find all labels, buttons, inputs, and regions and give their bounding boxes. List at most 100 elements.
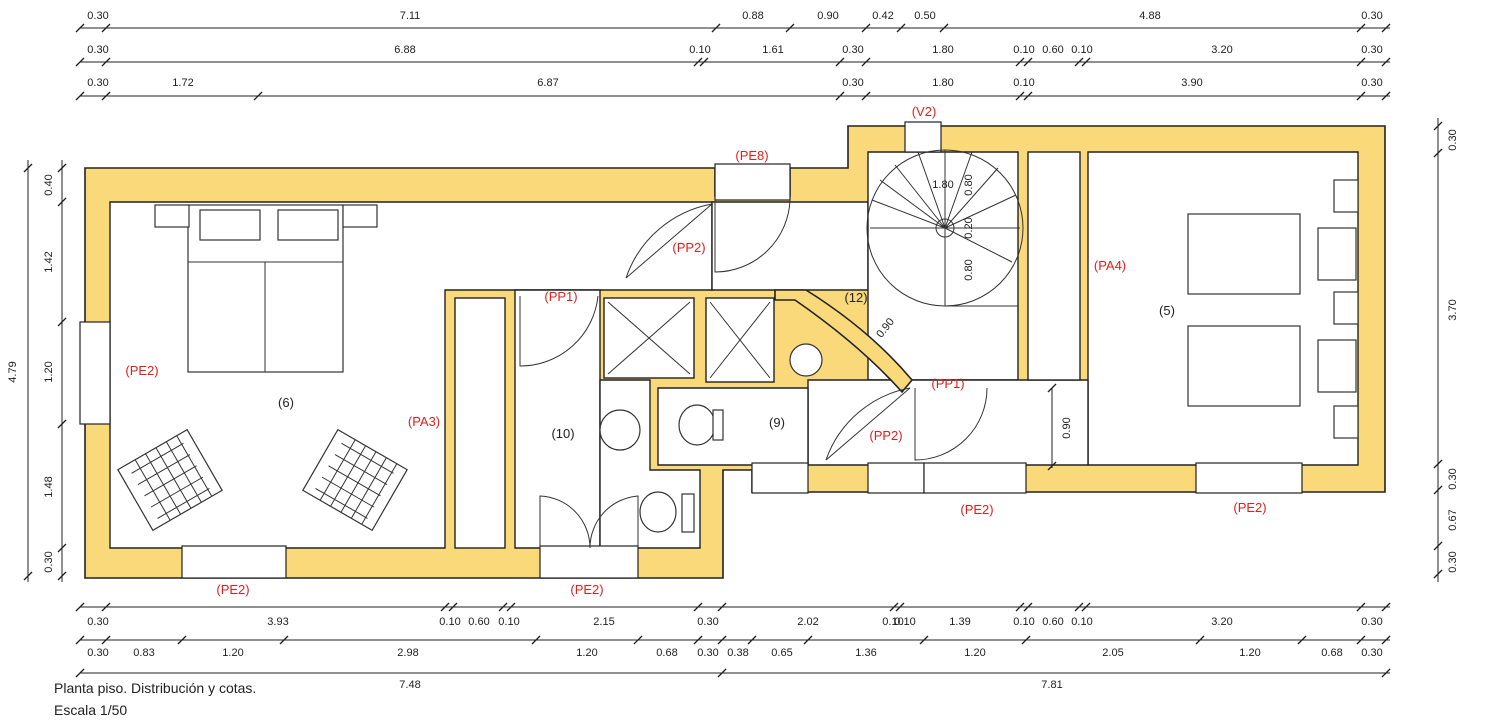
dim-bot2-4: 1.20 xyxy=(576,647,597,659)
dim-top2-1: 6.88 xyxy=(394,44,415,56)
furniture xyxy=(117,149,1359,533)
room-6-label: (6) xyxy=(278,395,294,410)
label-pe2-bottom-mid: (PE2) xyxy=(570,582,603,597)
dim-top3-2: 6.87 xyxy=(537,77,558,89)
stair-dimensions: 1.80 0.80 0.20 0.80 0.90 xyxy=(874,174,975,340)
dim-top2-10: 0.30 xyxy=(1361,44,1382,56)
bottom-dimension-row-2: 0.30 0.83 1.20 2.98 1.20 0.68 0.30 0.38 … xyxy=(75,635,1391,659)
top-dimension-row-1: 0.30 7.11 0.88 0.90 0.42 0.50 4.88 0.30 xyxy=(75,10,1391,33)
bottom-dimension-row-1: 0.30 3.93 0.10 0.60 0.10 2.15 0.30 2.02 … xyxy=(75,602,1391,628)
dim-top1-4: 0.42 xyxy=(872,10,893,22)
dim-left-0: 0.40 xyxy=(43,174,55,195)
room-12-label: (12) xyxy=(844,290,867,305)
dim-bot1-9: 0.10 xyxy=(894,616,915,628)
dim-bot2-10: 1.20 xyxy=(964,647,985,659)
room-9-label: (9) xyxy=(769,415,785,430)
top-dimension-row-2: 0.30 6.88 0.10 1.61 0.30 1.80 0.10 0.60 … xyxy=(75,44,1391,67)
dim-right-0: 0.30 xyxy=(1447,129,1459,150)
dim-top1-2: 0.88 xyxy=(742,10,763,22)
dim-bot2-11: 2.05 xyxy=(1102,647,1123,659)
door-swings xyxy=(519,199,988,549)
dim-bot2-9: 1.36 xyxy=(855,647,876,659)
dim-right-1: 3.70 xyxy=(1447,299,1459,320)
dim-bot1-7: 2.02 xyxy=(797,616,818,628)
label-pe2-left-wall: (PE2) xyxy=(125,363,158,378)
stair-dim-2: 0.80 xyxy=(963,174,975,195)
dim-top2-2: 0.10 xyxy=(689,44,710,56)
label-pe2-bottom-right: (PE2) xyxy=(1233,500,1266,515)
right-dimension-column: 0.30 3.70 0.30 0.67 0.30 xyxy=(1433,118,1459,582)
dim-right-3: 0.67 xyxy=(1447,509,1459,530)
dim-top1-7: 0.30 xyxy=(1361,10,1382,22)
dim-top2-5: 1.80 xyxy=(932,44,953,56)
dim-bot3-1: 7.81 xyxy=(1041,679,1062,691)
plan-caption-scale: Escala 1/50 xyxy=(54,702,128,718)
label-pa3: (PA3) xyxy=(408,414,440,429)
dim-bot1-6: 0.30 xyxy=(697,616,718,628)
dim-top1-0: 0.30 xyxy=(87,10,108,22)
dim-top2-3: 1.61 xyxy=(762,44,783,56)
dim-bot1-3: 0.60 xyxy=(468,616,489,628)
dim-bot2-7: 0.38 xyxy=(727,647,748,659)
dim-bot1-11: 0.10 xyxy=(1013,616,1034,628)
top-dimension-row-3: 0.30 1.72 6.87 0.30 1.80 0.10 3.90 0.30 xyxy=(75,77,1391,101)
dim-bot1-2: 0.10 xyxy=(439,616,460,628)
stair-dim-4: 0.80 xyxy=(963,259,975,280)
label-pa4: (PA4) xyxy=(1094,258,1126,273)
dim-bot1-0: 0.30 xyxy=(87,616,108,628)
dim-right-4: 0.30 xyxy=(1447,551,1459,572)
plan-caption-title: Planta piso. Distribución y cotas. xyxy=(54,680,257,696)
dim-top2-9: 3.20 xyxy=(1211,44,1232,56)
dim-bot1-14: 3.20 xyxy=(1211,616,1232,628)
dim-top3-5: 0.10 xyxy=(1013,77,1034,89)
dim-left-2: 1.20 xyxy=(43,361,55,382)
label-pe8: (PE8) xyxy=(735,148,768,163)
dim-bot2-13: 0.68 xyxy=(1321,647,1342,659)
dim-bot2-12: 1.20 xyxy=(1239,647,1260,659)
dim-bot2-6: 0.30 xyxy=(697,647,718,659)
dim-bot1-12: 0.60 xyxy=(1042,616,1063,628)
dim-top2-7: 0.60 xyxy=(1042,44,1063,56)
label-pp1-left: (PP1) xyxy=(544,289,577,304)
label-pp2-low: (PP2) xyxy=(869,428,902,443)
dim-top3-3: 0.30 xyxy=(842,77,863,89)
label-pp2-top: (PP2) xyxy=(672,240,705,255)
dim-top3-6: 3.90 xyxy=(1181,77,1202,89)
dim-bot2-0: 0.30 xyxy=(87,647,108,659)
bottom-dimension-row-3: 7.48 7.81 xyxy=(75,668,1391,691)
dim-top1-1: 7.11 xyxy=(400,10,421,22)
dim-top1-3: 0.90 xyxy=(817,10,838,22)
dim-top3-0: 0.30 xyxy=(87,77,108,89)
dim-bot3-0: 7.48 xyxy=(399,679,420,691)
dim-top1-5: 0.50 xyxy=(914,10,935,22)
inner-dimension: 0.90 xyxy=(1047,383,1073,471)
dim-bot1-5: 2.15 xyxy=(593,616,614,628)
stair-dim-1: 1.80 xyxy=(932,179,953,191)
dim-left-total: 4.79 xyxy=(7,361,19,382)
dim-bot1-10: 1.39 xyxy=(949,616,970,628)
dim-bot2-8: 0.65 xyxy=(771,647,792,659)
dim-top3-4: 1.80 xyxy=(932,77,953,89)
room-10-label: (10) xyxy=(551,426,574,441)
dim-bot2-3: 2.98 xyxy=(397,647,418,659)
dim-top2-6: 0.10 xyxy=(1013,44,1034,56)
dim-right-2: 0.30 xyxy=(1447,468,1459,489)
dim-inner-v: 0.90 xyxy=(1061,417,1073,438)
dim-left-1: 1.42 xyxy=(43,251,55,272)
dim-bot1-8: 0.10 xyxy=(882,616,903,628)
dim-bot2-2: 1.20 xyxy=(222,647,243,659)
room-labels: (6) (10) (9) (12) (5) xyxy=(278,290,1175,441)
dim-top2-4: 0.30 xyxy=(842,44,863,56)
dim-top3-1: 1.72 xyxy=(172,77,193,89)
dim-left-3: 1.48 xyxy=(43,476,55,497)
dim-bot1-13: 0.10 xyxy=(1071,616,1092,628)
label-pe2-bottom-c: (PE2) xyxy=(960,502,993,517)
dim-bot2-5: 0.68 xyxy=(656,647,677,659)
dim-bot2-14: 0.30 xyxy=(1361,647,1382,659)
room-5-label: (5) xyxy=(1159,303,1175,318)
left-dimension-column: 4.79 0.40 1.42 1.20 1.48 0.30 xyxy=(7,160,67,582)
dim-top2-0: 0.30 xyxy=(87,44,108,56)
dim-bot2-1: 0.83 xyxy=(133,647,154,659)
dim-bot1-15: 0.30 xyxy=(1361,616,1382,628)
